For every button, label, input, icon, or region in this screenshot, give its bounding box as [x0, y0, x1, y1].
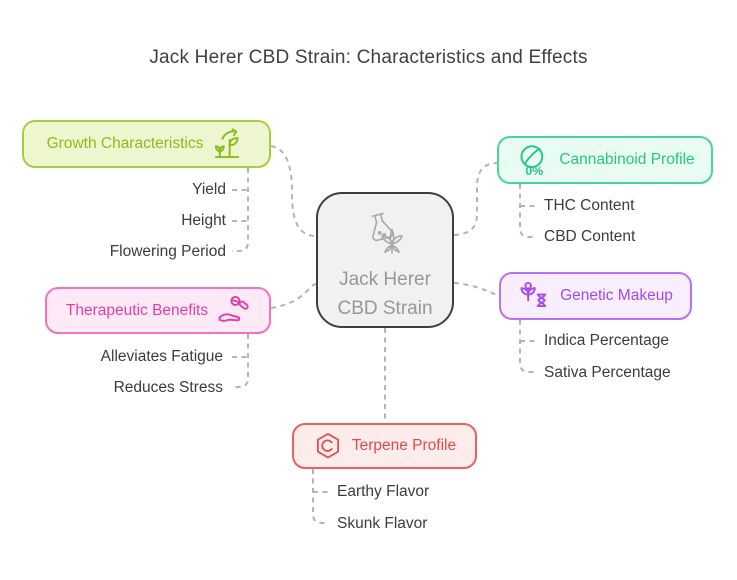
branch-genetic-label: Genetic Makeup: [560, 287, 673, 304]
zero-percent-label: 0%: [526, 163, 544, 177]
connector-central-to-genetic: [453, 282, 500, 297]
branch-cannabinoid-label: Cannabinoid Profile: [559, 151, 695, 168]
central-node-label: Jack Herer CBD Strain: [337, 265, 432, 323]
branch-therapeutic-benefits: Therapeutic Benefits: [45, 287, 271, 334]
leaf-zero-percent-icon: 0%: [520, 144, 544, 177]
connector-growth-children: [232, 168, 249, 252]
hand-with-pills-icon: [218, 295, 249, 322]
list-item-sativa-percentage: Sativa Percentage: [544, 364, 671, 381]
connector-cannabinoid-children: [519, 184, 536, 238]
list-item-alleviates-fatigue: Alleviates Fatigue: [100, 348, 223, 365]
page-title: Jack Herer CBD Strain: Characteristics a…: [149, 47, 588, 68]
connector-central-to-cannabinoid: [453, 162, 498, 236]
branch-terpene-label: Terpene Profile: [351, 437, 457, 454]
list-item-reduces-stress: Reduces Stress: [113, 379, 223, 396]
list-item-earthy-flavor: Earthy Flavor: [337, 483, 430, 500]
branch-growth-characteristics: Growth Characteristics: [22, 120, 271, 168]
branch-therapeutic-label: Therapeutic Benefits: [65, 301, 209, 319]
list-item-flowering-period: Flowering Period: [109, 243, 226, 260]
branch-terpene-profile: Terpene Profile: [292, 423, 477, 469]
list-item-thc-content: THC Content: [544, 197, 635, 214]
connector-growth-to-central: [270, 145, 317, 237]
hexagon-c-icon: [316, 433, 339, 459]
central-node: Jack Herer CBD Strain: [316, 192, 454, 328]
central-label-line1: Jack Herer: [339, 269, 431, 290]
branch-genetic-makeup: Genetic Makeup: [499, 272, 692, 320]
sprouting-plant-icon: [215, 128, 240, 159]
connector-therapeutic-children: [232, 334, 249, 388]
list-item-height: Height: [181, 212, 226, 229]
list-item-indica-percentage: Indica Percentage: [544, 332, 669, 349]
connector-genetic-children: [519, 320, 536, 373]
connector-therapeutic-to-central: [270, 283, 317, 309]
list-item-yield: Yield: [192, 181, 226, 198]
list-item-cbd-content: CBD Content: [544, 228, 636, 245]
central-label-line2: CBD Strain: [337, 298, 433, 319]
branch-cannabinoid-profile: 0% Cannabinoid Profile: [497, 136, 713, 184]
list-item-skunk-flavor: Skunk Flavor: [337, 515, 428, 532]
flask-cannabis-leaf-icon: [371, 212, 404, 254]
branch-growth-label: Growth Characteristics: [46, 135, 204, 152]
connector-terpene-children: [312, 469, 329, 524]
plant-dna-icon: [520, 281, 547, 307]
